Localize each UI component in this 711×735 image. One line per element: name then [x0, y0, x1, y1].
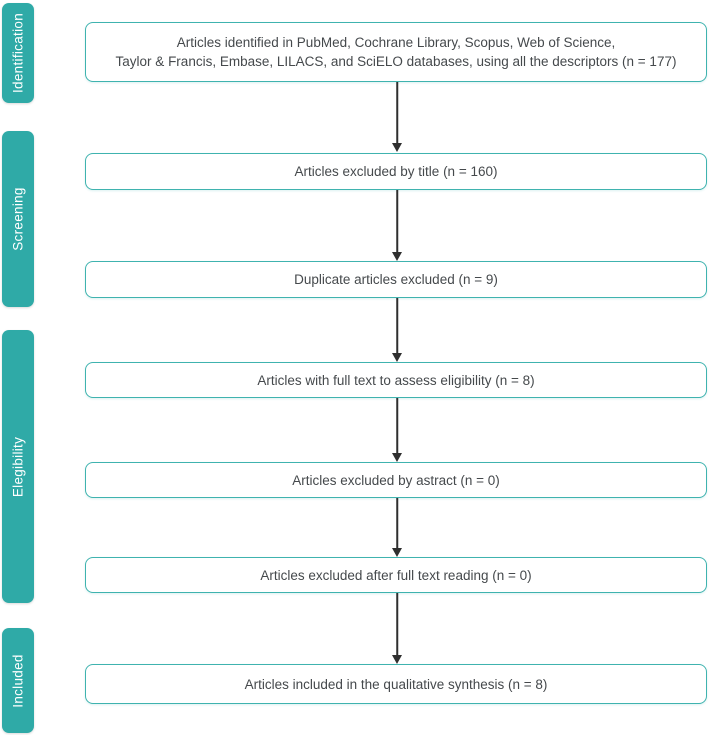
flow-arrow	[391, 190, 403, 261]
flow-box-text: Articles included in the qualitative syn…	[244, 676, 548, 692]
flow-arrow	[391, 298, 403, 362]
stage-label-text: Screening	[10, 187, 26, 251]
flow-box-excluded-after-full-text: Articles excluded after full text readin…	[85, 557, 707, 593]
arrow-shaft	[396, 82, 398, 144]
flow-box-included-qualitative-synthesis: Articles included in the qualitative syn…	[85, 664, 707, 704]
arrow-head-icon	[392, 143, 402, 152]
flow-arrow	[391, 498, 403, 557]
arrow-head-icon	[392, 353, 402, 362]
flow-arrow	[391, 593, 403, 664]
flow-box-duplicates-excluded: Duplicate articles excluded (n = 9)	[85, 261, 707, 298]
stage-label-identification: Identification	[2, 3, 34, 103]
stage-label-included: Included	[2, 628, 34, 733]
stage-label-screening: Screening	[2, 131, 34, 307]
flow-box-text-line: Articles identified in PubMed, Cochrane …	[176, 35, 616, 50]
flow-box-text-line: Taylor & Francis, Embase, LILACS, and Sc…	[115, 54, 677, 69]
arrow-shaft	[396, 498, 398, 549]
flow-box-text: Duplicate articles excluded (n = 9)	[294, 272, 498, 287]
arrow-head-icon	[392, 548, 402, 557]
stage-label-elegibility: Elegibility	[2, 330, 34, 603]
stage-label-text: Identification	[10, 13, 26, 93]
arrow-head-icon	[392, 453, 402, 462]
flow-box-text: Articles excluded by title (n = 160)	[294, 164, 498, 179]
flow-box-text: Articles with full text to assess eligib…	[257, 372, 535, 388]
arrow-shaft	[396, 398, 398, 454]
flow-arrow	[391, 398, 403, 462]
arrow-shaft	[396, 593, 398, 656]
flow-box-text: Articles excluded by astract (n = 0)	[292, 472, 500, 488]
arrow-head-icon	[392, 252, 402, 261]
flow-box-full-text-assessed: Articles with full text to assess eligib…	[85, 362, 707, 398]
arrow-head-icon	[392, 655, 402, 664]
flow-box-text: Articles excluded after full text readin…	[260, 567, 532, 583]
stage-label-text: Elegibility	[10, 436, 26, 497]
arrow-shaft	[396, 298, 398, 354]
flow-arrow	[391, 82, 403, 152]
flow-box-excluded-by-title: Articles excluded by title (n = 160)	[85, 153, 707, 190]
arrow-shaft	[396, 190, 398, 253]
flow-box-excluded-by-abstract: Articles excluded by astract (n = 0)	[85, 462, 707, 498]
stage-label-text: Included	[10, 653, 26, 708]
flow-box-articles-identified: Articles identified in PubMed, Cochrane …	[85, 22, 707, 82]
